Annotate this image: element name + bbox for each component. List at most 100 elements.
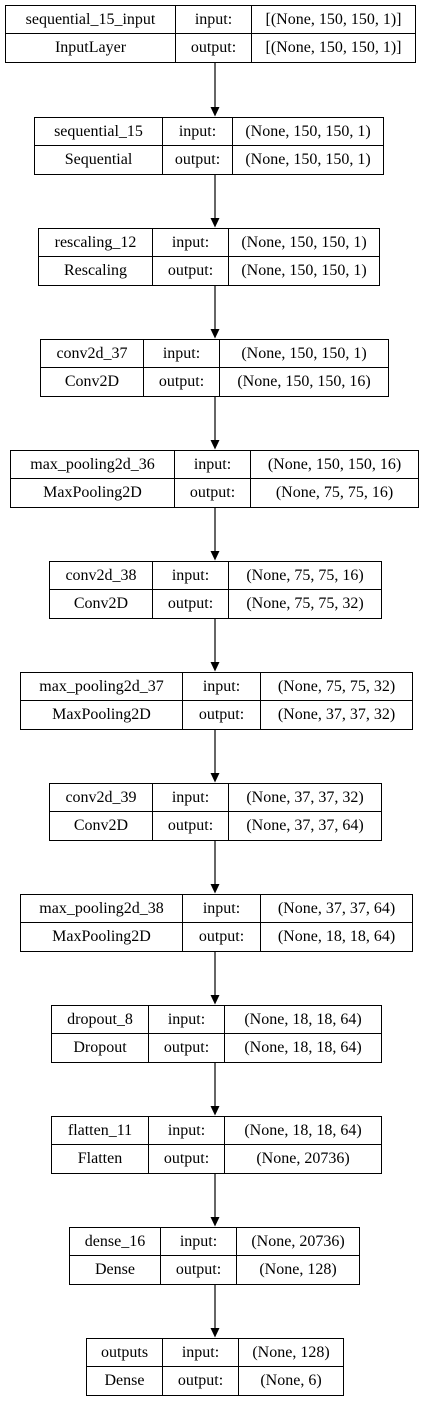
edge-arrowhead xyxy=(210,1328,220,1338)
edge-arrowhead xyxy=(210,551,220,561)
layer-type: Flatten xyxy=(52,1145,149,1173)
layer-type: MaxPooling2D xyxy=(21,701,183,729)
output-label: output: xyxy=(175,479,251,507)
input-shape: [(None, 150, 150, 1)] xyxy=(252,6,415,34)
input-shape: (None, 20736) xyxy=(237,1228,359,1256)
layer-type: MaxPooling2D xyxy=(11,479,175,507)
input-label: input: xyxy=(161,1228,237,1256)
layer-name: conv2d_38 xyxy=(50,562,153,590)
input-shape: (None, 37, 37, 64) xyxy=(261,895,412,923)
layer-type: Conv2D xyxy=(41,368,144,396)
input-shape: (None, 18, 18, 64) xyxy=(225,1117,381,1145)
input-label: input: xyxy=(153,784,229,812)
input-label: input: xyxy=(149,1006,225,1034)
input-shape: (None, 150, 150, 1) xyxy=(220,340,388,368)
layer-name: conv2d_37 xyxy=(41,340,144,368)
edge-arrowhead xyxy=(210,440,220,450)
layer-name: conv2d_39 xyxy=(50,784,153,812)
output-label: output: xyxy=(144,368,220,396)
layer-name: max_pooling2d_38 xyxy=(21,895,183,923)
layer-type: Rescaling xyxy=(39,257,153,285)
edge-arrowhead xyxy=(210,662,220,672)
layer-type: Dropout xyxy=(52,1034,149,1062)
input-shape: (None, 18, 18, 64) xyxy=(225,1006,381,1034)
edge-arrowhead xyxy=(210,995,220,1005)
output-shape: (None, 37, 37, 64) xyxy=(246,817,364,834)
layer-name: max_pooling2d_36 xyxy=(11,451,175,479)
input-shape: (None, 150, 150, 1) xyxy=(229,229,379,257)
layer-type: Conv2D xyxy=(50,590,153,618)
input-label: input: xyxy=(153,562,229,590)
input-label: input: xyxy=(175,451,251,479)
output-label: output: xyxy=(149,1034,225,1062)
input-label: input: xyxy=(153,229,229,257)
input-label: input: xyxy=(183,895,261,923)
layer-name: sequential_15_input xyxy=(6,6,176,34)
layer-type: Dense xyxy=(70,1256,161,1284)
output-shape: (None, 37, 37, 32) xyxy=(277,706,396,723)
output-label: output: xyxy=(153,257,229,285)
input-label: input: xyxy=(149,1117,225,1145)
output-shape: (None, 128) xyxy=(259,1261,337,1278)
output-shape: [(None, 150, 150, 1)] xyxy=(265,39,402,56)
output-label: output: xyxy=(149,1145,225,1173)
input-label: input: xyxy=(183,673,261,701)
output-shape: (None, 150, 150, 16) xyxy=(237,373,371,390)
output-label: output: xyxy=(183,701,261,729)
input-shape: (None, 150, 150, 16) xyxy=(251,451,418,479)
layer-type: Sequential xyxy=(35,146,163,174)
layer-name: outputs xyxy=(87,1339,163,1367)
layer-name: flatten_11 xyxy=(52,1117,149,1145)
layer-name: max_pooling2d_37 xyxy=(21,673,183,701)
output-label: output: xyxy=(183,923,261,951)
edge-arrowhead xyxy=(210,1217,220,1227)
output-shape: (None, 75, 75, 32) xyxy=(246,595,364,612)
layer-type: Conv2D xyxy=(50,812,153,840)
input-shape: (None, 37, 37, 32) xyxy=(229,784,381,812)
layer-type: MaxPooling2D xyxy=(21,923,183,951)
edge-arrowhead xyxy=(210,1106,220,1116)
output-label: output: xyxy=(163,146,233,174)
edge-arrowhead xyxy=(210,773,220,783)
output-label: output: xyxy=(163,1367,239,1395)
input-shape: (None, 75, 75, 16) xyxy=(229,562,381,590)
output-label: output: xyxy=(153,590,229,618)
input-label: input: xyxy=(163,1339,239,1367)
edge-arrowhead xyxy=(210,329,220,339)
edge-arrowhead xyxy=(210,884,220,894)
layer-type: InputLayer xyxy=(6,34,176,62)
layer-name: dense_16 xyxy=(70,1228,161,1256)
input-label: input: xyxy=(163,118,233,146)
output-shape: (None, 75, 75, 16) xyxy=(275,484,394,501)
output-label: output: xyxy=(153,812,229,840)
output-shape: (None, 150, 150, 1) xyxy=(241,262,367,279)
input-label: input: xyxy=(144,340,220,368)
output-label: output: xyxy=(161,1256,237,1284)
output-label: output: xyxy=(176,34,252,62)
layer-type: Dense xyxy=(87,1367,163,1395)
input-shape: (None, 75, 75, 32) xyxy=(261,673,412,701)
input-shape: (None, 150, 150, 1) xyxy=(233,118,383,146)
edge-arrowhead xyxy=(210,107,220,117)
layer-name: dropout_8 xyxy=(52,1006,149,1034)
output-shape: (None, 6) xyxy=(260,1372,322,1389)
output-shape: (None, 18, 18, 64) xyxy=(244,1039,362,1056)
output-shape: (None, 20736) xyxy=(256,1150,350,1167)
layer-name: rescaling_12 xyxy=(39,229,153,257)
output-shape: (None, 150, 150, 1) xyxy=(245,151,371,168)
